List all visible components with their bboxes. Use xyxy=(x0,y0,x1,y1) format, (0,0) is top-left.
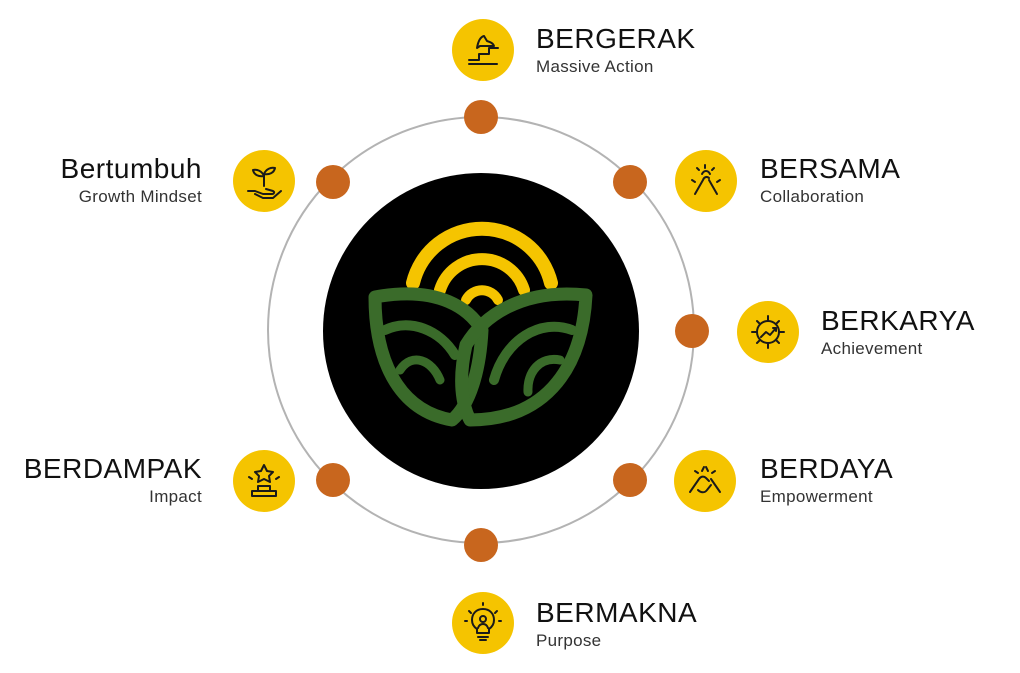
footstep-stairs-icon xyxy=(468,35,499,65)
badge-bertumbuh xyxy=(233,150,295,212)
logo-left-leaf-vein-1 xyxy=(380,320,460,360)
badge-bersama xyxy=(675,150,737,212)
cycle-node xyxy=(464,100,498,134)
handshake-icon xyxy=(689,466,721,494)
sprout-hand-icon xyxy=(247,166,282,199)
value-subtitle: Achievement xyxy=(821,339,923,358)
label-bersama: BERSAMA Collaboration xyxy=(760,152,900,208)
value-title: BERMAKNA xyxy=(536,597,698,628)
label-bermakna: BERMAKNA Purpose xyxy=(536,596,697,652)
lightbulb-person-icon xyxy=(464,602,502,641)
logo-left-leaf-vein-2 xyxy=(395,355,445,385)
center-logo xyxy=(368,221,593,427)
value-subtitle: Purpose xyxy=(536,631,602,650)
label-berdaya: BERDAYA Empowerment xyxy=(760,452,893,508)
cycle-node xyxy=(675,314,709,348)
gear-growth-icon xyxy=(751,315,785,349)
value-subtitle: Growth Mindset xyxy=(78,187,202,206)
value-subtitle: Empowerment xyxy=(760,487,873,506)
logo-sun-arc-middle xyxy=(434,253,530,296)
cycle-node xyxy=(316,165,350,199)
cycle-node xyxy=(613,463,647,497)
badge-bergerak xyxy=(452,19,514,81)
badge-berdaya xyxy=(674,450,736,512)
cycle-node xyxy=(613,165,647,199)
value-subtitle: Impact xyxy=(149,487,202,506)
badge-berkarya xyxy=(737,301,799,363)
logo-left-leaf xyxy=(368,287,489,427)
hands-together-icon xyxy=(691,164,721,195)
label-berdampak: BERDAMPAK Impact xyxy=(24,452,202,508)
cycle-nodes xyxy=(316,100,709,562)
value-subtitle: Collaboration xyxy=(760,187,865,206)
value-subtitle: Massive Action xyxy=(536,57,654,76)
badge-berdampak xyxy=(233,450,295,512)
value-title: BERDAYA xyxy=(760,453,894,484)
value-title: BERKARYA xyxy=(821,305,975,336)
badge-bermakna xyxy=(452,592,514,654)
cycle-node xyxy=(464,528,498,562)
logo-right-leaf xyxy=(455,287,593,427)
podium-star-icon xyxy=(248,464,280,497)
logo-sun-arc-outer xyxy=(406,221,558,290)
label-berkarya: BERKARYA Achievement xyxy=(821,304,975,360)
logo-sun-arc-inner xyxy=(461,285,503,305)
logo-right-leaf-vein-1 xyxy=(489,321,577,385)
label-bergerak: BERGERAK Massive Action xyxy=(536,22,696,78)
value-title: BERDAMPAK xyxy=(23,453,202,484)
label-bertumbuh: Bertumbuh Growth Mindset xyxy=(61,152,202,208)
cycle-node xyxy=(316,463,350,497)
logo-right-leaf-vein-2 xyxy=(523,354,565,397)
value-title: BERSAMA xyxy=(760,153,901,184)
value-title: Bertumbuh xyxy=(60,153,202,184)
value-title: BERGERAK xyxy=(536,23,696,54)
